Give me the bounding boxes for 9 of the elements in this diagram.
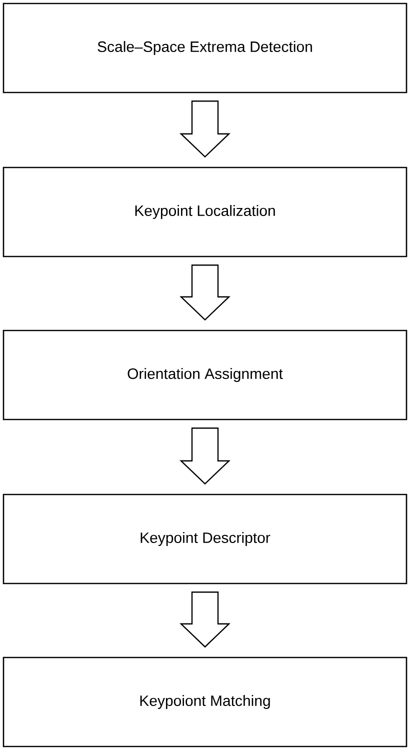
process-box: Keypoiont Matching (2, 656, 408, 748)
process-box: Keypoint Descriptor (2, 494, 408, 584)
process-box: Orientation Assignment (2, 330, 408, 420)
process-box: Scale–Space Extrema Detection (2, 2, 408, 94)
process-box: Keypoint Localization (2, 166, 408, 258)
block-arrow (180, 592, 230, 648)
block-arrow (180, 264, 230, 321)
block-arrow (180, 100, 230, 158)
block-arrow (180, 428, 230, 485)
